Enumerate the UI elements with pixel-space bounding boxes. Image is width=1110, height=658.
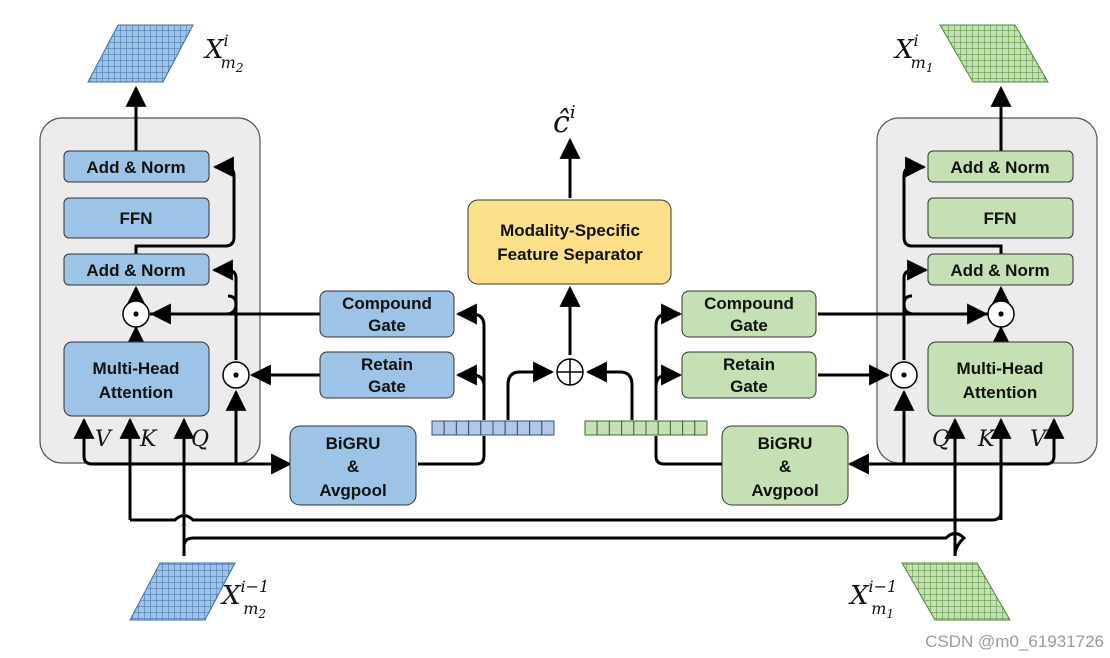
left-add-norm-bottom: Add & Norm bbox=[63, 253, 210, 286]
right-add-norm-top: Add & Norm bbox=[927, 150, 1074, 183]
right-input-v: V bbox=[1030, 427, 1048, 452]
left-add-norm-top: Add & Norm bbox=[63, 150, 210, 183]
vector-cell bbox=[504, 420, 518, 436]
svg-text:Feature Separator: Feature Separator bbox=[497, 245, 643, 264]
left-top-feature-map bbox=[87, 24, 194, 83]
vector-cell bbox=[669, 420, 684, 436]
vector-cell bbox=[621, 420, 635, 436]
svg-text:Multi-Head: Multi-Head bbox=[957, 359, 1044, 378]
svg-text:Add & Norm: Add & Norm bbox=[950, 261, 1049, 280]
svg-text:Attention: Attention bbox=[99, 383, 174, 402]
oplus-node bbox=[556, 358, 584, 386]
right-input-q: Q bbox=[932, 427, 950, 452]
left-input-v: V bbox=[95, 427, 113, 452]
svg-text:FFN: FFN bbox=[119, 209, 152, 228]
vector-cell bbox=[468, 420, 482, 436]
left-input-k: K bbox=[139, 427, 158, 452]
left-bigru: BiGRU & Avgpool bbox=[289, 425, 417, 506]
left-bottom-feature-map bbox=[129, 562, 236, 621]
svg-text:Retain: Retain bbox=[361, 355, 413, 374]
svg-text:Gate: Gate bbox=[368, 377, 406, 396]
left-input-q: Q bbox=[191, 427, 209, 452]
svg-text:Compound: Compound bbox=[704, 294, 794, 313]
vector-cell bbox=[431, 420, 445, 436]
vector-cell bbox=[596, 420, 610, 436]
right-bigru: BiGRU & Avgpool bbox=[721, 425, 849, 506]
svg-text:Gate: Gate bbox=[730, 316, 768, 335]
left-feature-vector bbox=[431, 420, 555, 436]
svg-text:FFN: FFN bbox=[983, 209, 1016, 228]
left-odot-mid bbox=[222, 361, 250, 389]
svg-text:Gate: Gate bbox=[368, 316, 406, 335]
right-odot-mid bbox=[890, 361, 918, 389]
vector-cell bbox=[480, 420, 494, 436]
svg-text:Add & Norm: Add & Norm bbox=[86, 261, 185, 280]
right-retain-gate: Retain Gate bbox=[681, 351, 817, 399]
svg-text:Gate: Gate bbox=[730, 377, 768, 396]
left-retain-gate: Retain Gate bbox=[319, 351, 455, 399]
vector-cell bbox=[516, 420, 531, 436]
left-compound-gate: Compound Gate bbox=[319, 290, 455, 338]
right-bottom-feature-map bbox=[901, 562, 1011, 621]
right-odot-top bbox=[987, 300, 1015, 328]
watermark: CSDN @m0_61931726 bbox=[925, 632, 1104, 651]
svg-text:BiGRU: BiGRU bbox=[758, 434, 813, 453]
svg-text:Add & Norm: Add & Norm bbox=[950, 158, 1049, 177]
connections bbox=[73, 85, 1065, 557]
vector-cell bbox=[645, 420, 659, 436]
svg-text:Xi−1m2: Xi−1m2 bbox=[220, 577, 269, 621]
right-top-feature-map bbox=[939, 24, 1049, 83]
svg-text:Xi−1m1: Xi−1m1 bbox=[848, 577, 897, 621]
right-input-k: K bbox=[977, 427, 996, 452]
svg-text:&: & bbox=[347, 457, 359, 476]
vector-cell bbox=[657, 420, 671, 436]
svg-text:Modality-Specific: Modality-Specific bbox=[500, 221, 640, 240]
vector-cell bbox=[694, 420, 708, 436]
svg-text:Add & Norm: Add & Norm bbox=[86, 158, 185, 177]
right-add-norm-bottom: Add & Norm bbox=[927, 253, 1074, 286]
vector-cell bbox=[529, 420, 543, 436]
vector-cell bbox=[584, 420, 598, 436]
svg-text:Attention: Attention bbox=[963, 383, 1038, 402]
svg-text:BiGRU: BiGRU bbox=[326, 434, 381, 453]
svg-text:Multi-Head: Multi-Head bbox=[93, 359, 180, 378]
vector-cell bbox=[682, 420, 696, 436]
svg-text:Avgpool: Avgpool bbox=[319, 481, 386, 500]
svg-text:&: & bbox=[779, 457, 791, 476]
right-ffn: FFN bbox=[927, 197, 1074, 239]
vector-cell bbox=[443, 420, 457, 436]
svg-text:ĉi: ĉi bbox=[553, 102, 576, 140]
vector-cell bbox=[455, 420, 470, 436]
vector-cell bbox=[492, 420, 506, 436]
output-label: ĉi bbox=[553, 102, 576, 140]
svg-text:Retain: Retain bbox=[723, 355, 775, 374]
right-compound-gate: Compound Gate bbox=[681, 290, 817, 338]
vector-cell bbox=[541, 420, 555, 436]
feature-separator-box: Modality-Specific Feature Separator bbox=[467, 199, 672, 285]
left-ffn: FFN bbox=[63, 197, 210, 239]
svg-text:Avgpool: Avgpool bbox=[751, 481, 818, 500]
left-mha: Multi-Head Attention bbox=[63, 341, 210, 417]
svg-text:Compound: Compound bbox=[342, 294, 432, 313]
right-mha: Multi-Head Attention bbox=[927, 341, 1074, 417]
vector-cell bbox=[608, 420, 623, 436]
vector-cell bbox=[633, 420, 647, 436]
right-feature-vector bbox=[584, 420, 708, 436]
left-odot-top bbox=[122, 300, 150, 328]
